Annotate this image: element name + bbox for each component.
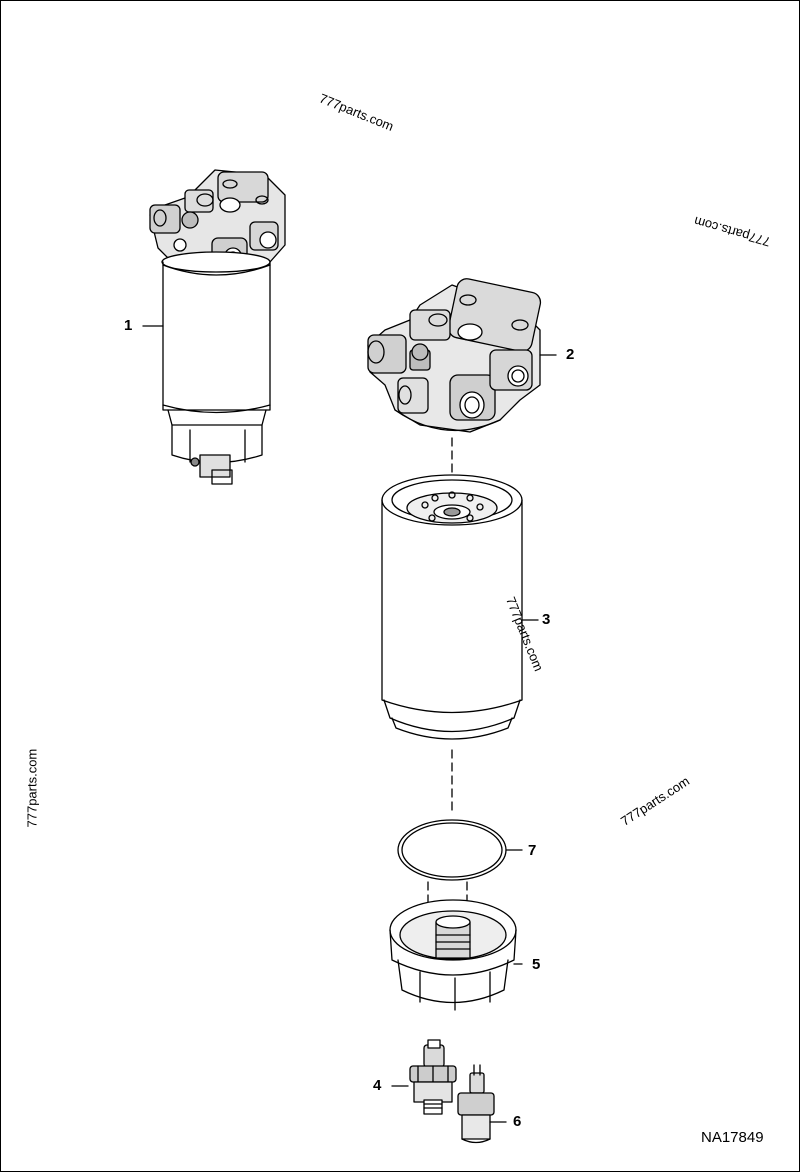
callout-1: 1 [124,317,133,334]
watermark-text: 777parts.com [24,748,40,828]
part-5-bowl [389,899,523,1011]
callout-4: 4 [373,1077,382,1094]
part-4-drain-valve [391,1039,457,1115]
part-1-filter-assembly [142,169,286,485]
part-3-filter-element [381,474,539,740]
callout-7: 7 [528,842,537,859]
callout-5: 5 [532,956,541,973]
figure-id: NA17849 [701,1129,764,1146]
callout-3: 3 [542,611,551,628]
part-2-filter-head [367,278,557,433]
callout-2: 2 [566,346,575,363]
part-6-water-sensor [457,1064,507,1144]
part-7-o-ring [397,819,523,881]
callout-6: 6 [513,1113,522,1130]
